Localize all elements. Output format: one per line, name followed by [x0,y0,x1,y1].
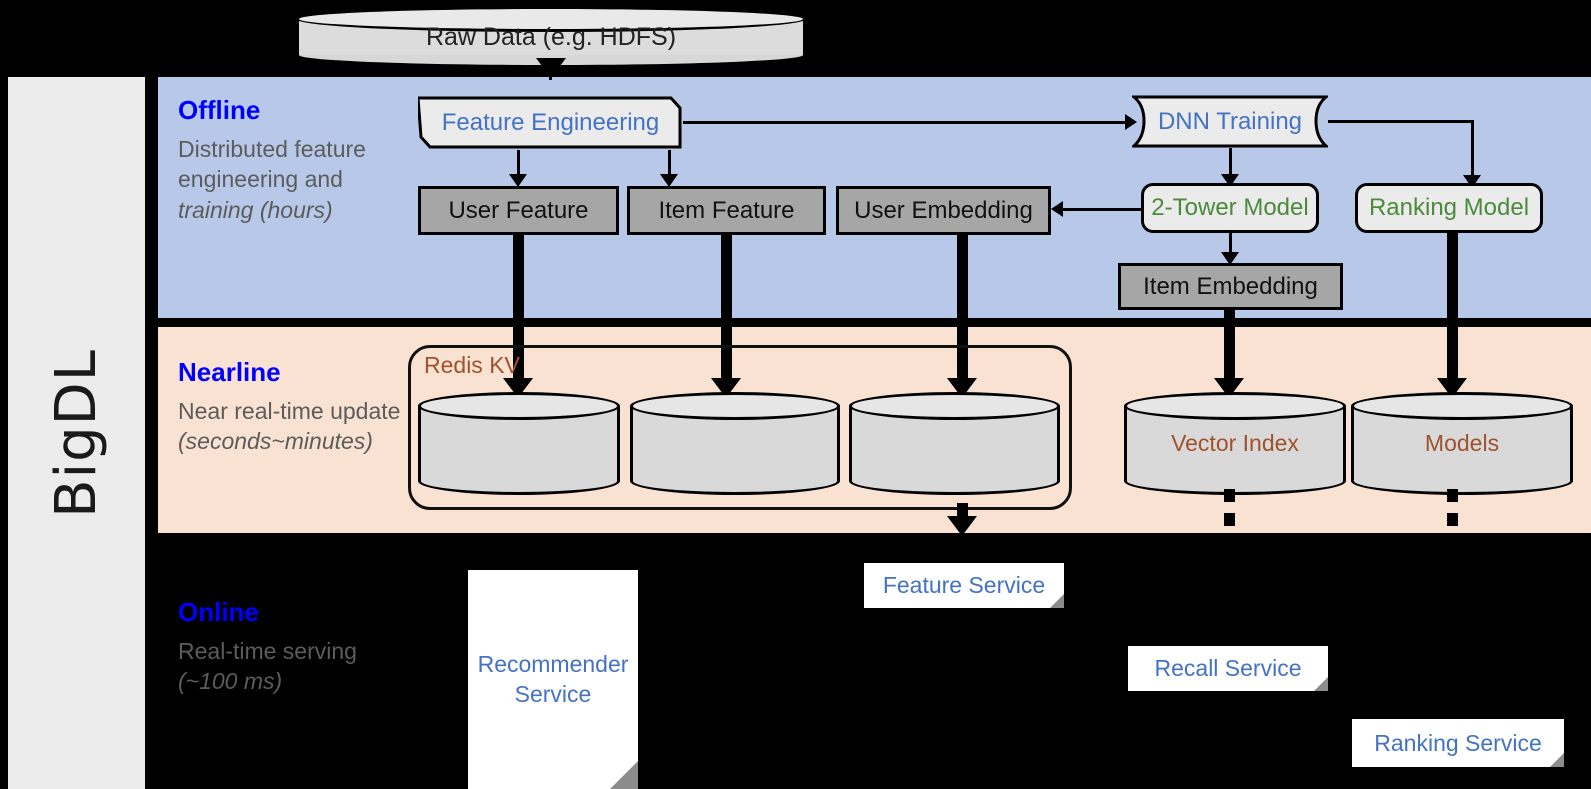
arrowhead-2tower-to-user-embedding [1051,201,1063,217]
stub-vector-index-b [1224,513,1235,526]
item-feature-store-label [630,392,840,495]
vector-index-label: Vector Index [1171,430,1299,456]
offline-stage-title: Offline [178,95,261,125]
user-feature-store-cylinder[interactable] [418,392,620,495]
stub-models-a [1447,489,1458,502]
arrowhead-fe-to-item-feature [660,174,678,187]
bigdl-label: BigDL [44,348,109,518]
pipe-item-feature-to-store [721,235,732,385]
recommender-service-card[interactable]: Recommender Service [468,570,638,789]
pipe-ranking-model-to-models [1447,233,1458,385]
online-stage-label: Online Real-time serving (~100 ms) [178,598,393,697]
recommender-service-label: Recommender Service [477,650,629,707]
vector-index-cylinder[interactable]: Vector Index [1124,392,1346,495]
redis-kv-group [408,345,1072,510]
feature-service-card[interactable]: Feature Service [864,563,1064,608]
user-feature-box[interactable]: User Feature [418,186,619,235]
online-stage-description: Real-time serving (~100 ms) [178,636,393,698]
item-feature-store-cylinder[interactable] [630,392,840,495]
ranking-model-label: Ranking Model [1368,194,1530,221]
models-top [1351,392,1573,420]
stub-redis-to-feature-service [957,503,968,516]
feature-engineering-shape [418,96,682,149]
item-embedding-label: Item Embedding [1143,272,1318,300]
offline-stage-description: Distributed feature engineering and trai… [178,134,393,226]
arrowhead-fe-to-dnn [1125,114,1137,130]
user-embedding-store-label [849,392,1060,495]
item-embedding-box[interactable]: Item Embedding [1118,263,1343,310]
online-stage-title: Online [178,597,259,627]
recall-service-card[interactable]: Recall Service [1128,646,1328,691]
raw-data-cylinder: Raw Data (e.g. HDFS) [296,6,806,68]
arrowhead-rawdata-to-fe [536,58,566,78]
stub-models-b [1447,513,1458,526]
item-feature-box[interactable]: Item Feature [627,186,826,235]
two-tower-model-box[interactable]: 2-Tower Model [1141,183,1319,233]
feature-service-label: Feature Service [882,572,1046,598]
pipe-item-embedding-to-vector-index [1224,310,1235,385]
page-fold-icon [1550,753,1564,767]
ranking-service-card[interactable]: Ranking Service [1352,719,1564,767]
bigdl-platform-rail: BigDL [8,77,145,789]
raw-data-label: Raw Data (e.g. HDFS) [425,22,677,51]
arrowhead-fe-to-user-feature [509,174,527,187]
page-fold-icon [1050,594,1064,608]
user-embedding-label: User Embedding [854,196,1033,224]
bigdl-label-wrapper: BigDL [8,77,145,789]
offline-desc-text: Distributed feature engineering and [178,135,366,193]
nearline-stage-label: Nearline Near real-time update (seconds~… [178,358,413,457]
models-cylinder[interactable]: Models [1351,392,1573,495]
user-feature-label: User Feature [448,196,589,224]
dnn-training-node[interactable]: DNN Training [1132,95,1328,148]
connector-dnn-to-ranking-v [1471,120,1474,181]
nearline-stage-title: Nearline [178,357,281,387]
connector-fe-to-item-feature [668,150,671,180]
pipe-user-feature-to-store [513,235,524,385]
stub-vector-index-a [1224,489,1235,502]
offline-desc-emphasis: training (hours) [178,197,333,224]
arrowhead-redis-to-feature-service [947,516,977,536]
user-feature-store-label [418,392,620,495]
item-feature-label: Item Feature [658,196,795,224]
offline-stage-label: Offline Distributed feature engineering … [178,96,393,226]
page-fold-icon [610,761,638,789]
connector-fe-to-user-feature [517,150,520,180]
pipe-user-embedding-to-store [957,235,968,385]
user-embedding-box[interactable]: User Embedding [836,186,1051,235]
nearline-desc-emphasis: (seconds~minutes) [178,428,373,455]
nearline-stage-description: Near real-time update (seconds~minutes) [178,396,413,458]
two-tower-model-label: 2-Tower Model [1151,194,1309,221]
connector-dnn-to-ranking-h [1328,120,1474,123]
arrowhead-2tower-to-item-embedding [1221,252,1239,265]
models-label: Models [1424,430,1500,456]
online-desc-emphasis: (~100 ms) [178,668,283,695]
ranking-service-label: Ranking Service [1374,729,1542,756]
item-feature-store-top [630,392,840,420]
page-fold-icon [1314,677,1328,691]
user-embedding-store-cylinder[interactable] [849,392,1060,495]
connector-fe-to-dnn [683,121,1125,124]
dnn-training-label: DNN Training [1157,107,1303,135]
connector-2tower-to-user-embedding [1063,208,1141,211]
connector-dnn-to-2tower [1229,148,1232,181]
dnn-training-shape [1132,95,1328,148]
online-desc-text: Real-time serving [178,637,357,664]
nearline-desc-text: Near real-time update [178,397,401,424]
recall-service-label: Recall Service [1154,655,1302,681]
raw-data-cylinder-top [296,6,806,32]
redis-kv-label: Redis KV [424,352,520,378]
ranking-model-box[interactable]: Ranking Model [1355,183,1543,233]
feature-engineering-node[interactable]: Feature Engineering [418,95,683,150]
user-feature-store-top [418,392,620,420]
connector-2tower-to-item-embedding [1229,233,1232,258]
feature-engineering-label: Feature Engineering [441,108,660,136]
vector-index-top [1124,392,1346,420]
user-embedding-store-top [849,392,1060,420]
